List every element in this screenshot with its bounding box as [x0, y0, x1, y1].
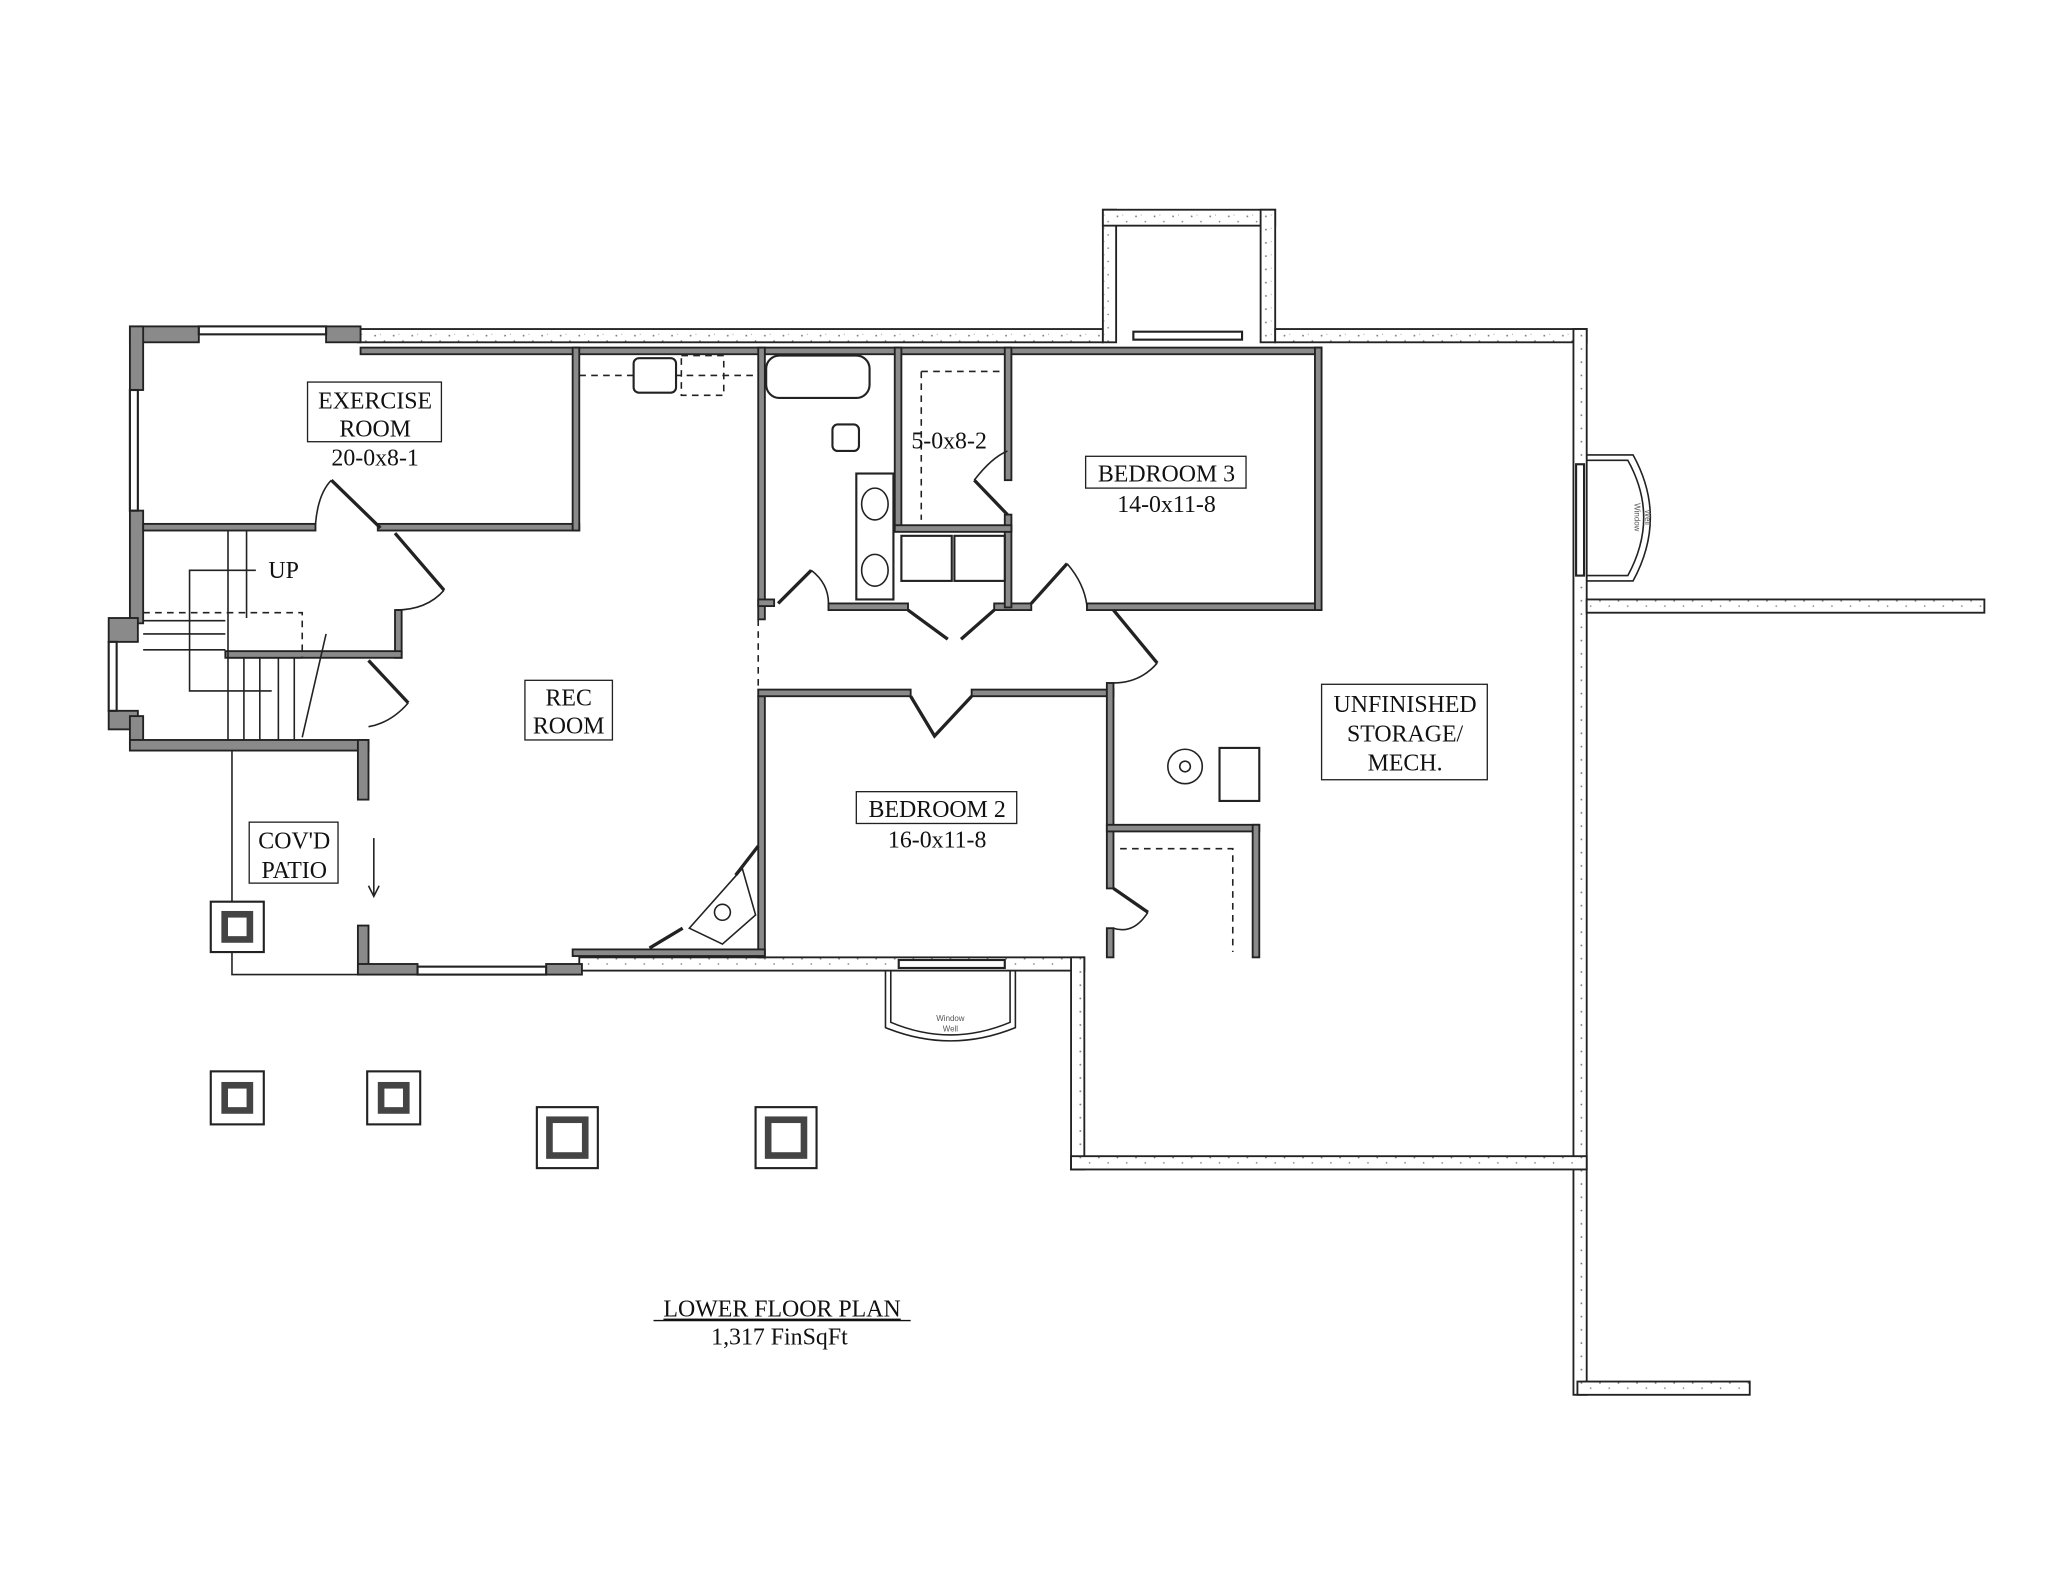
room-name: PATIO	[262, 858, 327, 884]
sink-icon	[632, 357, 678, 394]
room-name: MECH.	[1368, 750, 1443, 776]
column-icon	[535, 1106, 599, 1170]
doors	[314, 450, 1159, 950]
room-patio: COV'D PATIO	[248, 821, 339, 884]
room-name: EXERCISE	[318, 389, 432, 415]
column-icon	[754, 1106, 818, 1170]
room-name: REC	[545, 686, 591, 712]
room-name: ROOM	[533, 713, 605, 739]
room-name: ROOM	[339, 416, 411, 442]
room-dimensions: 16-0x11-8	[888, 827, 987, 853]
water-heater-icon	[1167, 748, 1204, 785]
column-icon	[209, 1070, 265, 1126]
room-bath: 5-0x8-2	[911, 428, 987, 454]
washer-icon	[900, 534, 953, 582]
fireplace-icon	[713, 903, 732, 922]
window-well-south: Window Well	[884, 970, 1017, 1042]
column-icon	[209, 900, 265, 954]
window-well-east: Window Well	[1586, 454, 1652, 582]
foundation-walls	[356, 208, 1986, 1396]
room-exercise: EXERCISE ROOM 20-0x8-1	[306, 381, 443, 472]
column-icon	[366, 1070, 422, 1126]
room-dimensions: 5-0x8-2	[911, 428, 987, 454]
window-well-label: Window	[1632, 503, 1641, 531]
columns	[209, 900, 818, 1170]
room-name: BEDROOM 2	[869, 797, 1006, 823]
room-name: COV'D	[258, 829, 330, 855]
stair-up-label: UP	[268, 558, 299, 584]
window-well-label: Well	[943, 1025, 959, 1034]
finished-walls	[107, 325, 1586, 976]
vanity-icon	[855, 472, 895, 601]
dryer-icon	[953, 534, 1006, 582]
room-storage: UNFINISHED STORAGE/ MECH.	[1320, 683, 1488, 781]
toilet-icon	[831, 423, 861, 453]
room-dimensions: 14-0x11-8	[1117, 492, 1216, 518]
room-rec: REC ROOM	[524, 679, 614, 741]
fixtures	[231, 354, 1261, 976]
furnace-icon	[1218, 746, 1261, 803]
window-well-label: Well	[1643, 510, 1652, 526]
room-name: STORAGE/	[1347, 721, 1464, 747]
window-well-label: Window	[936, 1014, 964, 1023]
plan-title: LOWER FLOOR PLAN	[663, 1297, 900, 1323]
room-bedroom-2: BEDROOM 2 16-0x11-8	[855, 790, 1018, 853]
stairs: UP	[143, 530, 327, 740]
bathtub-icon	[765, 354, 871, 400]
room-dimensions: 20-0x8-1	[331, 446, 418, 472]
room-name: BEDROOM 3	[1098, 461, 1235, 487]
plan-subtitle: 1,317 FinSqFt	[711, 1324, 848, 1350]
room-name: UNFINISHED	[1334, 692, 1477, 718]
room-bedroom-3: BEDROOM 3 14-0x11-8	[1084, 455, 1247, 518]
